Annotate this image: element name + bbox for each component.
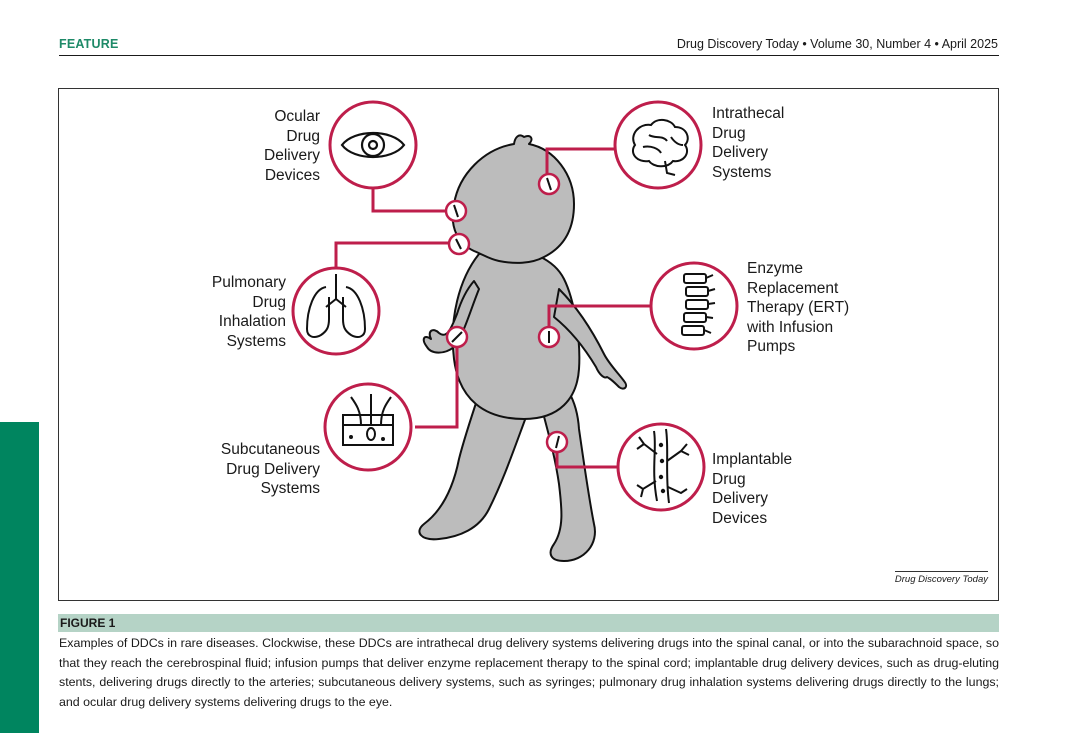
header-divider [59, 55, 999, 56]
section-label: FEATURE [59, 37, 119, 51]
journal-citation: Drug Discovery Today • Volume 30, Number… [676, 37, 998, 51]
label-intrathecal: Intrathecal Drug Delivery Systems [712, 105, 785, 181]
label-subcutaneous: Subcutaneous Drug Delivery Systems [220, 441, 320, 497]
figure-credit: Drug Discovery Today [894, 571, 988, 585]
figure-frame: Ocular Drug Delivery Devices Pulmonary D… [58, 88, 999, 601]
label-implantable: Implantable Drug Delivery Devices [712, 451, 793, 527]
lungs-icon [305, 274, 367, 338]
blood-vessel-icon [636, 428, 690, 504]
side-color-bar [0, 422, 39, 733]
baby-silhouette [418, 134, 628, 562]
figure-caption: Examples of DDCs in rare diseases. Clock… [59, 636, 999, 709]
label-pulmonary: Pulmonary Drug Inhalation Systems [211, 274, 286, 350]
label-ert: Enzyme Replacement Therapy (ERT) with In… [747, 260, 850, 355]
body-marker-devices [451, 177, 560, 449]
brain-icon [631, 119, 689, 176]
eye-icon [340, 132, 406, 158]
figure-label-bar: FIGURE 1 [58, 614, 999, 632]
figure-illustration [291, 100, 739, 562]
icon-circles [291, 100, 739, 512]
label-ocular: Ocular Drug Delivery Devices [264, 108, 320, 184]
skin-syringe-icon [342, 394, 394, 446]
spine-icon [681, 273, 716, 336]
figure-number: FIGURE 1 [60, 616, 116, 630]
